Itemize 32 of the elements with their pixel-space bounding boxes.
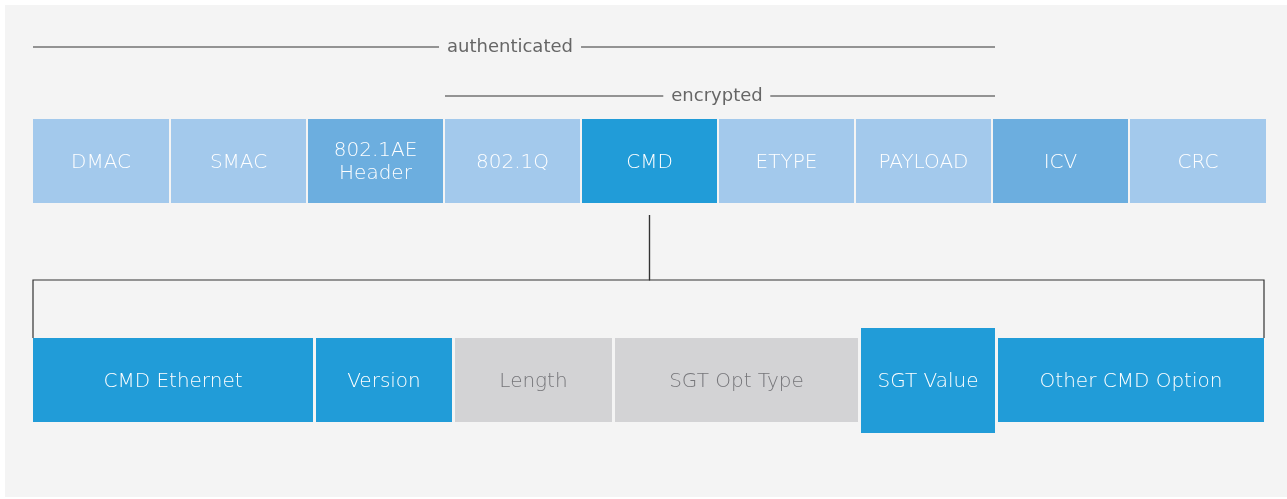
field-box [719, 119, 854, 203]
field-box [1130, 119, 1266, 203]
range-label: encrypted [663, 84, 771, 105]
field-label: ICV [1043, 149, 1078, 173]
field-box [171, 119, 306, 203]
field-label: 802.1Q [476, 149, 549, 173]
field-box [445, 119, 580, 203]
field-box [856, 119, 991, 203]
field-box [308, 119, 443, 203]
bracket-connector [648, 214, 1265, 339]
field-box [455, 338, 612, 422]
field-label: ETYPE [755, 149, 818, 173]
field-label: CMD Ethernet [103, 368, 243, 392]
field-box [582, 119, 717, 203]
field-label: SMAC [209, 149, 268, 173]
field-label: CRC [1177, 149, 1219, 173]
field-label: SGT Opt Type [669, 368, 804, 392]
field-box [33, 119, 169, 203]
field-box [33, 338, 313, 422]
field-box [998, 338, 1264, 422]
field-label: 802.1AE Header [332, 138, 419, 184]
field-box [615, 338, 858, 422]
field-label: Length [499, 368, 568, 392]
field-box [861, 328, 995, 433]
field-label: Other CMD Option [1039, 368, 1223, 392]
field-label: CMD [626, 149, 673, 173]
field-box [993, 119, 1128, 203]
field-label: SGT Value [877, 369, 979, 392]
field-label: PAYLOAD [878, 149, 969, 173]
field-box [316, 338, 452, 422]
field-label: DMAC [71, 149, 131, 173]
field-label: Version [347, 368, 421, 392]
